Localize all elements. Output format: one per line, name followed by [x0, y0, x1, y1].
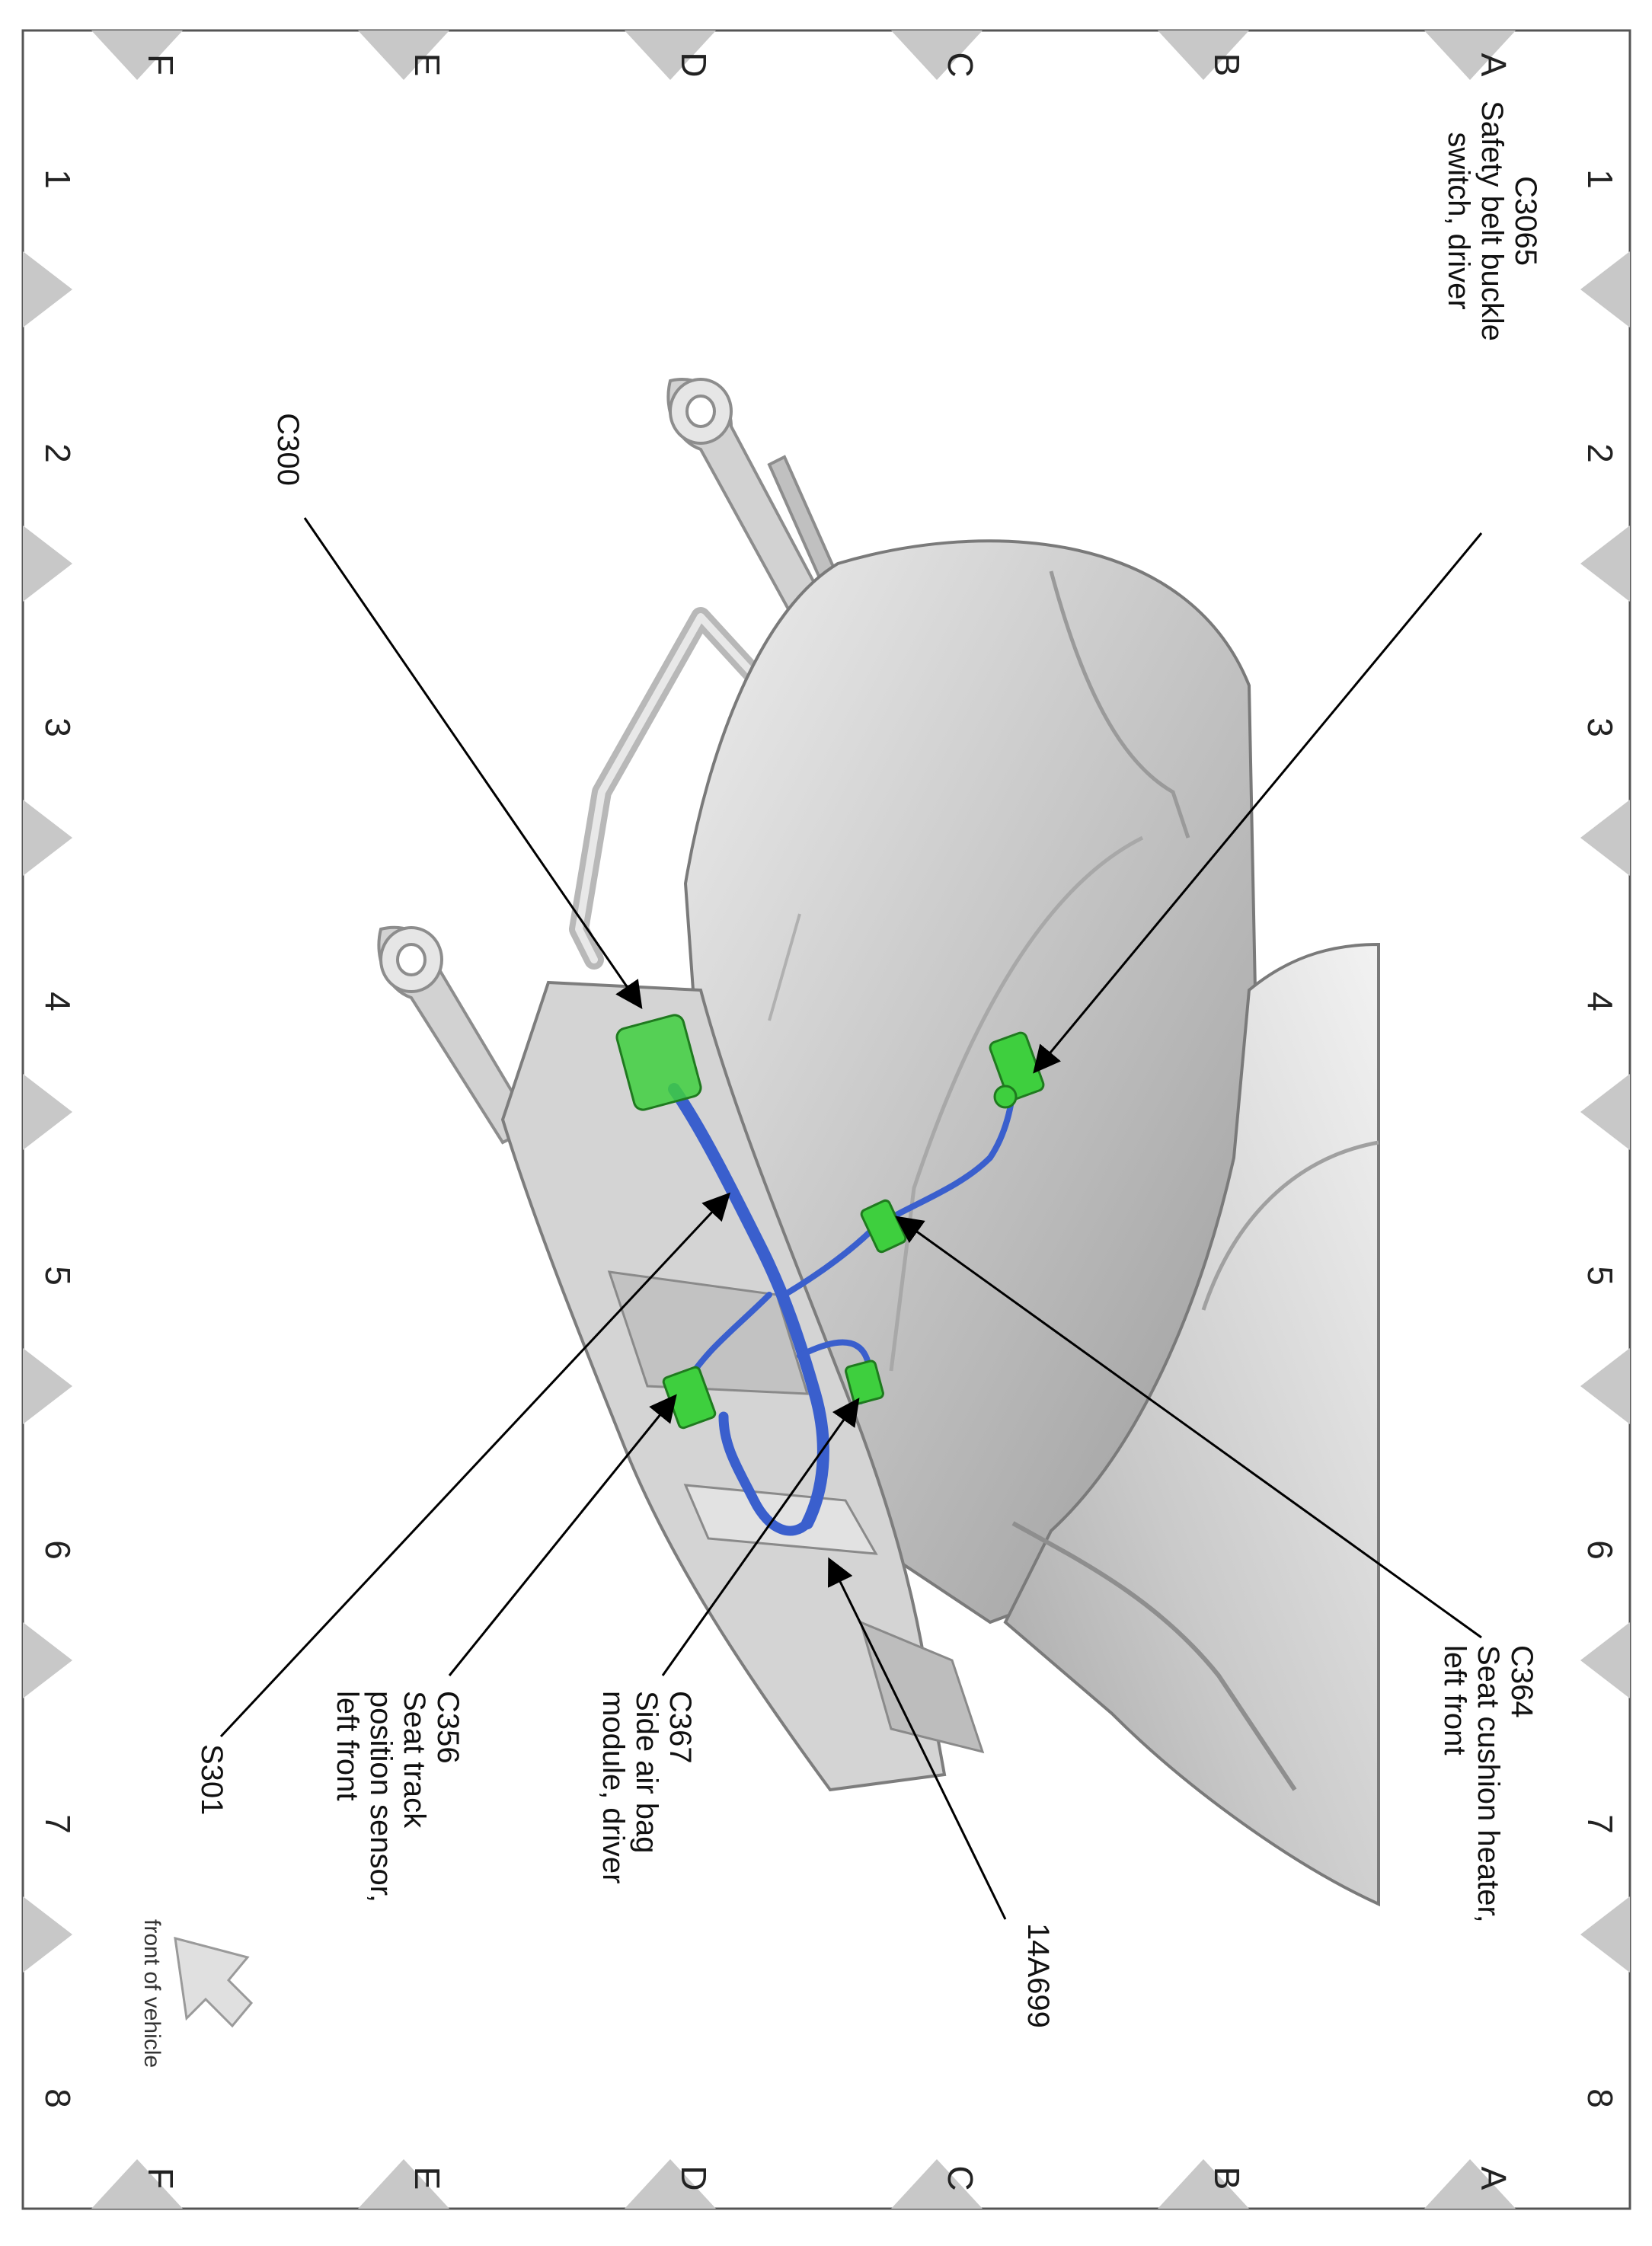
- row-letter-b-bottom: B: [1207, 2167, 1247, 2190]
- row-letter-c-bottom: C: [941, 2165, 980, 2190]
- column-number-7-right: 7: [1580, 1814, 1620, 1834]
- callout-c300-id: C300: [271, 413, 305, 486]
- column-number-8-right: 8: [1580, 2088, 1620, 2108]
- callout-c364: C364 Seat cushion heater, left front: [1438, 1645, 1539, 1923]
- row-letter-c-top: C: [941, 52, 980, 77]
- harness-branch-cushion: [781, 1078, 1016, 1298]
- row-letter-e-top: E: [407, 53, 447, 77]
- callout-c356-line1: Seat track: [398, 1691, 431, 1829]
- arrow-icon: [174, 1936, 254, 2028]
- harness-main-trunk: [668, 1083, 829, 1529]
- callout-s301-id: S301: [195, 1744, 228, 1815]
- callout-c3065-line1: Safety belt buckle: [1475, 101, 1509, 341]
- leader-14a699: [828, 1557, 1007, 1920]
- row-letters-bottom: A B C D E F: [141, 2165, 1513, 2190]
- column-number-1-right: 1: [1580, 169, 1620, 189]
- row-letters-top: A B C D E F: [141, 52, 1513, 77]
- row-letter-d-bottom: D: [674, 2165, 714, 2190]
- callout-c367-line2: module, driver: [596, 1691, 630, 1883]
- column-number-7-left: 7: [38, 1814, 78, 1834]
- column-number-6-right: 6: [1580, 1540, 1620, 1560]
- column-number-1-left: 1: [38, 169, 78, 189]
- connector-c367: [845, 1359, 884, 1405]
- front-of-vehicle-indicator: front of vehicle: [139, 1919, 254, 2068]
- callout-14a699: 14A699: [1021, 1923, 1055, 2028]
- row-letter-f-bottom: F: [141, 2168, 181, 2189]
- column-number-3-right: 3: [1580, 717, 1620, 737]
- leader-c364: [895, 1216, 1482, 1639]
- connector-c300: [615, 1014, 702, 1111]
- callout-c356-line3: left front: [331, 1691, 364, 1801]
- leader-c300: [303, 517, 643, 1009]
- column-number-8-left: 8: [38, 2088, 78, 2108]
- leader-c3065: [1033, 532, 1483, 1074]
- frame-markers-left: [23, 251, 72, 1973]
- callout-c364-line2: left front: [1438, 1645, 1471, 1756]
- row-letter-d-top: D: [674, 52, 714, 77]
- seat-illustration: [377, 378, 1380, 1907]
- callout-c356: C356 Seat track position sensor, left fr…: [331, 1691, 465, 1903]
- callout-c3065: C3065 Safety belt buckle switch, driver: [1442, 101, 1542, 341]
- callout-c3065-line2: switch, driver: [1442, 132, 1475, 309]
- leader-s301: [219, 1192, 731, 1738]
- column-number-4-right: 4: [1580, 992, 1620, 1011]
- callout-c356-id: C356: [431, 1691, 465, 1764]
- harness-loop: [718, 1411, 813, 1536]
- column-number-4-left: 4: [38, 992, 78, 1011]
- column-number-6-left: 6: [38, 1540, 78, 1560]
- callout-c367: C367 Side air bag module, driver: [596, 1691, 697, 1883]
- wiring-harness: [668, 1078, 1016, 1536]
- column-number-3-left: 3: [38, 717, 78, 737]
- frame-markers-right: [1580, 251, 1630, 1973]
- callout-c367-line1: Side air bag: [630, 1691, 663, 1853]
- callout-c364-id: C364: [1505, 1645, 1539, 1718]
- column-number-2-right: 2: [1580, 443, 1620, 463]
- leader-c367: [661, 1398, 860, 1676]
- frame-markers-bottom: [91, 2159, 1516, 2209]
- frame-markers-top: [91, 30, 1516, 80]
- callout-s301: S301: [195, 1744, 228, 1815]
- callout-14a699-id: 14A699: [1021, 1923, 1055, 2028]
- row-letter-a-bottom: A: [1474, 2167, 1513, 2190]
- column-number-5-right: 5: [1580, 1266, 1620, 1286]
- row-letter-f-top: F: [141, 54, 181, 75]
- callout-c364-line1: Seat cushion heater,: [1471, 1645, 1505, 1923]
- row-letter-e-bottom: E: [407, 2167, 447, 2190]
- column-numbers-right: 1 2 3 4 5 6 7 8: [1580, 169, 1620, 2108]
- callout-c3065-id: C3065: [1509, 176, 1542, 266]
- callout-c356-line2: position sensor,: [364, 1691, 398, 1903]
- column-number-5-left: 5: [38, 1266, 78, 1286]
- leader-c356: [448, 1394, 677, 1676]
- column-number-2-left: 2: [38, 443, 78, 463]
- row-letter-a-top: A: [1474, 53, 1513, 77]
- row-letter-b-top: B: [1207, 53, 1247, 77]
- seat-rail-lower: [377, 925, 535, 1145]
- callout-c367-id: C367: [663, 1691, 697, 1764]
- front-of-vehicle-label: front of vehicle: [139, 1919, 165, 2068]
- callout-c300: C300: [271, 413, 305, 486]
- column-numbers-left: 1 2 3 4 5 6 7 8: [38, 169, 78, 2108]
- leader-lines: [219, 517, 1483, 1920]
